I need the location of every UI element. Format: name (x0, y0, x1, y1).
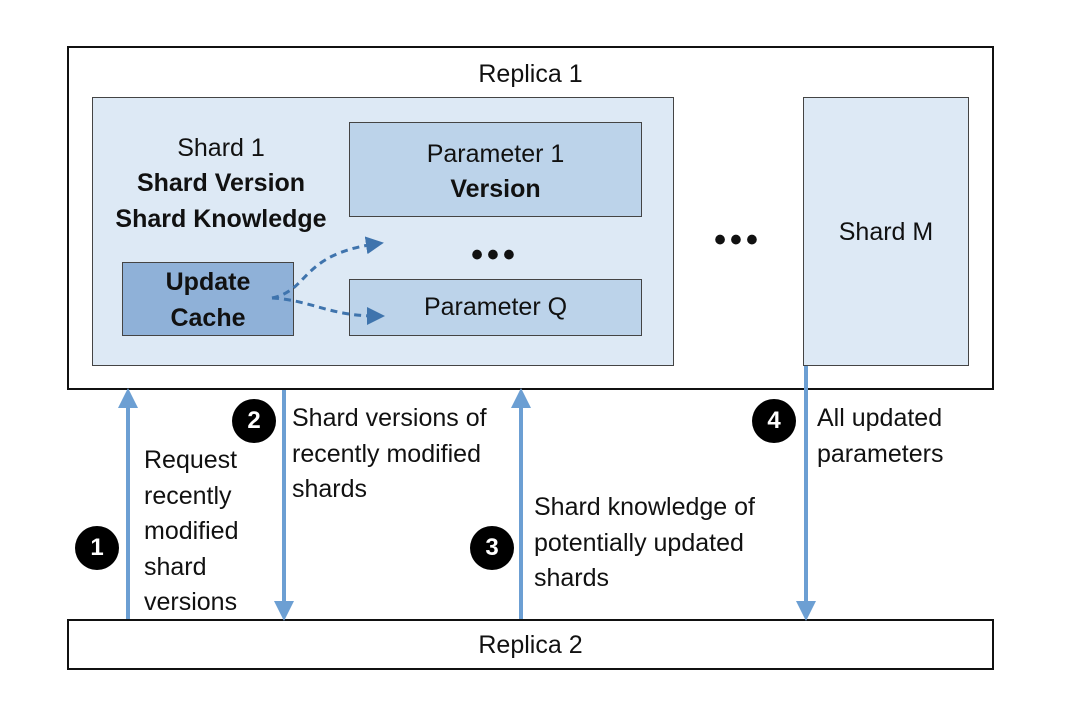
step-4-line: All updated (817, 404, 943, 432)
step-1-line: Request (144, 446, 238, 474)
update-cache-line1: Update (165, 268, 251, 296)
step-2-line: Shard versions of (292, 404, 487, 432)
step-1-line: shard (144, 553, 207, 581)
step-3-line: shards (534, 564, 610, 592)
shard-m-box (803, 97, 969, 366)
step-4-line: parameters (817, 440, 944, 468)
step-4-badge: 4 (752, 399, 796, 443)
step-1-line: modified (144, 517, 239, 545)
parameter-q-box (349, 279, 642, 336)
step-3-line: Shard knowledge of (534, 493, 755, 521)
replica-1-title: Replica 1 (478, 60, 583, 88)
shards-ellipsis: ••• (714, 221, 762, 259)
step-1-badge: 1 (75, 526, 119, 570)
parameters-ellipsis: ••• (471, 236, 519, 274)
step-2-badge: 2 (232, 399, 276, 443)
update-cache-line2: Cache (170, 304, 246, 332)
dashed-arrow-lower (271, 296, 385, 325)
step-2-line: recently modified (292, 440, 481, 468)
shard-1-title: Shard 1 (177, 134, 265, 162)
replica-2-title: Replica 2 (478, 631, 583, 659)
dashed-arrow-upper (271, 236, 384, 300)
parameter-q-label: Parameter Q (423, 293, 568, 321)
shard-m-title: Shard M (838, 218, 934, 246)
step-3-badge: 3 (470, 526, 514, 570)
replica-2-box (67, 619, 994, 670)
step-2-line: shards (292, 475, 368, 503)
shard-version-label: Shard Version (136, 169, 306, 197)
parameter-1-label: Parameter 1 (426, 140, 565, 168)
step-1-line: versions (144, 588, 238, 616)
parameter-1-version: Version (450, 175, 541, 203)
parameter-1-box (349, 122, 642, 217)
step-3-line: potentially updated (534, 529, 744, 557)
step-1-line: recently (144, 482, 232, 510)
update-cache-box (122, 262, 294, 336)
shard-knowledge-label: Shard Knowledge (115, 205, 327, 233)
